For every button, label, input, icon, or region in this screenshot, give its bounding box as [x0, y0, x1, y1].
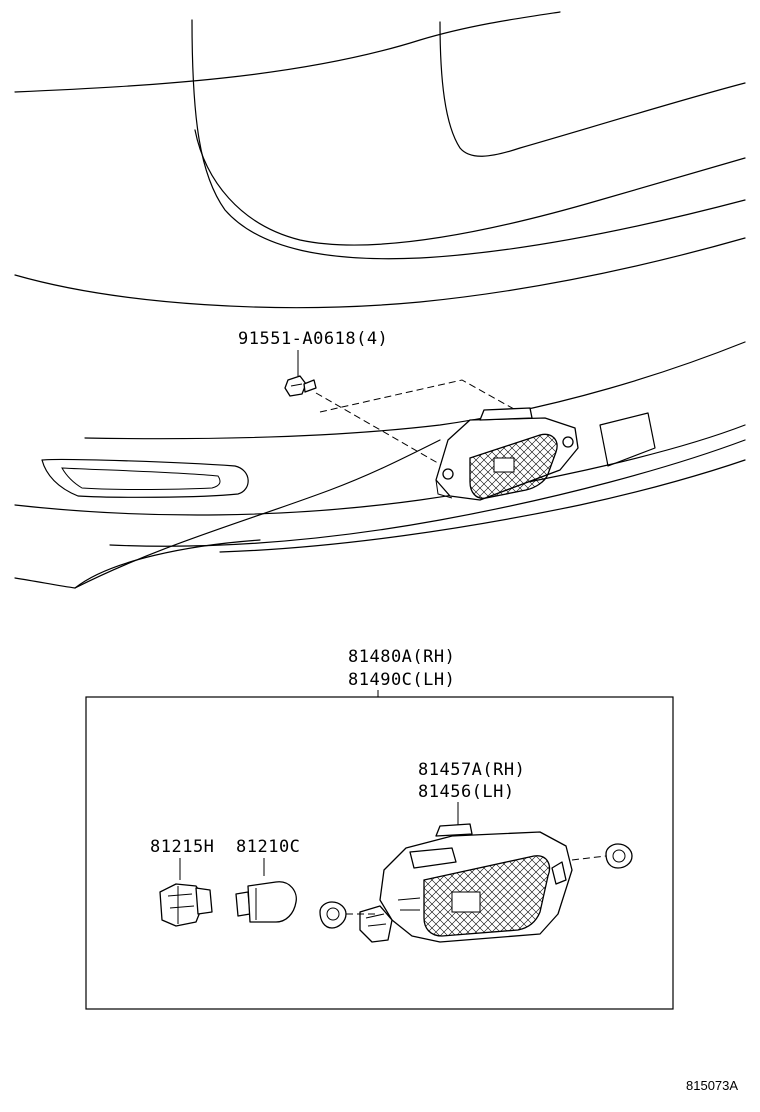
clip-left-icon: [319, 901, 347, 929]
side-reflector-outer: [41, 458, 249, 498]
clip-right-icon: [605, 843, 633, 869]
label-lamp-assy-lh: 81490C(LH): [348, 670, 455, 690]
socket-icon: [159, 883, 213, 927]
label-reflex-lh: 81456(LH): [418, 782, 515, 802]
label-bulb: 81210C: [236, 837, 300, 857]
lamp-assy-box: [85, 696, 674, 1010]
clip-right-guide: [571, 855, 607, 861]
guide-line-2: [319, 379, 531, 419]
bulb-icon: [235, 881, 297, 923]
body-line-top: [14, 11, 561, 93]
bumper-step-upper: [84, 341, 746, 440]
diffuser-upper: [109, 439, 746, 547]
bumper-lower-line: [14, 237, 746, 309]
lamp-housing-icon: [359, 823, 573, 943]
reference-code: 815073A: [686, 1078, 738, 1093]
car-body-outline: [14, 11, 746, 589]
tow-hook-cover: [599, 412, 656, 467]
label-reflex-rh: 81457A(RH): [418, 760, 525, 780]
guide-line-1: [315, 392, 451, 471]
label-lamp-assy-rh: 81480A(RH): [348, 647, 455, 667]
label-screw: 91551-A0618(4): [238, 329, 388, 349]
bumper-step-lower: [14, 424, 746, 516]
diffuser-lower: [219, 459, 746, 553]
label-socket: 81215H: [150, 837, 214, 857]
bumper-crease: [194, 129, 746, 246]
diffuser-edge: [74, 439, 441, 589]
screw-assembly: [284, 350, 531, 471]
screw-icon: [284, 375, 317, 397]
lower-corner: [14, 539, 261, 589]
trunk-edge: [439, 21, 746, 157]
installed-lamp-icon: [435, 407, 579, 501]
bumper-upper-curve: [191, 19, 746, 260]
side-reflector-inner: [61, 467, 221, 490]
